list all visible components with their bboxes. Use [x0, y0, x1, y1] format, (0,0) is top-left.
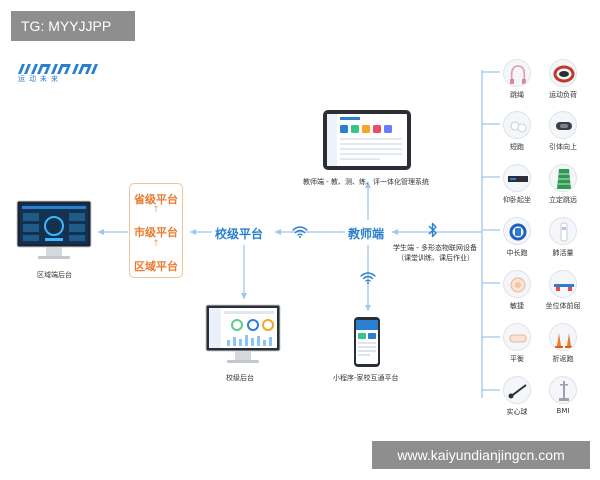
device-label: 中长跑 [506, 249, 528, 257]
device-label: 折返跑 [552, 355, 574, 363]
device-label: 跳绳 [510, 91, 524, 99]
arrow-up-icon: ↑ [152, 205, 160, 215]
mini-program-phone [354, 317, 380, 367]
device-label: 引体向上 [549, 143, 577, 151]
arrow-up-icon: ↑ [152, 239, 160, 249]
earbud-icon [503, 111, 531, 139]
platform-stack: 省级平台 ↑ 市级平台 ↑ 区域平台 [129, 183, 183, 278]
jump-rope-icon [503, 59, 531, 87]
region-backend-monitor [16, 200, 92, 259]
heart-band-icon [549, 59, 577, 87]
height-scale-icon [549, 376, 577, 404]
school-backend-monitor [205, 304, 281, 363]
bluetooth-icon [428, 222, 437, 238]
device-label: 坐位体前屈 [545, 302, 581, 310]
device-label: BMI [556, 407, 570, 415]
balance-icon [503, 323, 531, 351]
student-end-sublabel: （课堂训练、课后作业） [397, 254, 474, 262]
teacher-end-label: 教师端 [348, 227, 385, 241]
teacher-tablet [323, 110, 411, 170]
district-platform-label: 区域平台 [134, 260, 178, 273]
mat-icon [503, 164, 531, 192]
mini-program-label: 小程序-家校互通平台 [333, 374, 399, 382]
medicine-ball-icon [503, 376, 531, 404]
device-label: 运动负荷 [549, 91, 577, 99]
school-backend-label: 校级后台 [226, 374, 254, 382]
watermark-bottom: www.kaiyundianjingcn.com [372, 441, 590, 469]
student-end-label: 学生端 - 多形态物联网设备 [393, 244, 477, 252]
sit-reach-icon [549, 270, 577, 298]
city-platform-label: 市级平台 [134, 226, 178, 239]
long-jump-icon [549, 164, 577, 192]
wristband-icon [503, 217, 531, 245]
sensor-icon [549, 111, 577, 139]
agility-pad-icon [503, 270, 531, 298]
cone-icon [549, 323, 577, 351]
device-label: 敏捷 [510, 302, 524, 310]
province-platform-label: 省级平台 [134, 193, 178, 206]
school-platform-label: 校级平台 [215, 227, 264, 241]
device-label: 实心球 [506, 408, 528, 416]
wifi-icon [292, 226, 308, 238]
wifi-icon [360, 272, 376, 284]
watermark-top: TG: MYYJJPP [11, 11, 135, 41]
device-label: 立定跳远 [549, 196, 577, 204]
brand-logo [18, 60, 100, 79]
device-label: 肺活量 [552, 249, 574, 257]
device-label: 短跑 [510, 143, 524, 151]
teacher-system-label: 教师端 - 教、测、练、评一体化管理系统 [303, 178, 429, 186]
brand-text: 运动未来 [18, 75, 62, 83]
region-backend-label: 区域端后台 [37, 271, 72, 279]
spirometer-icon [549, 217, 577, 245]
device-label: 仰卧起坐 [503, 196, 531, 204]
device-label: 平衡 [510, 355, 524, 363]
